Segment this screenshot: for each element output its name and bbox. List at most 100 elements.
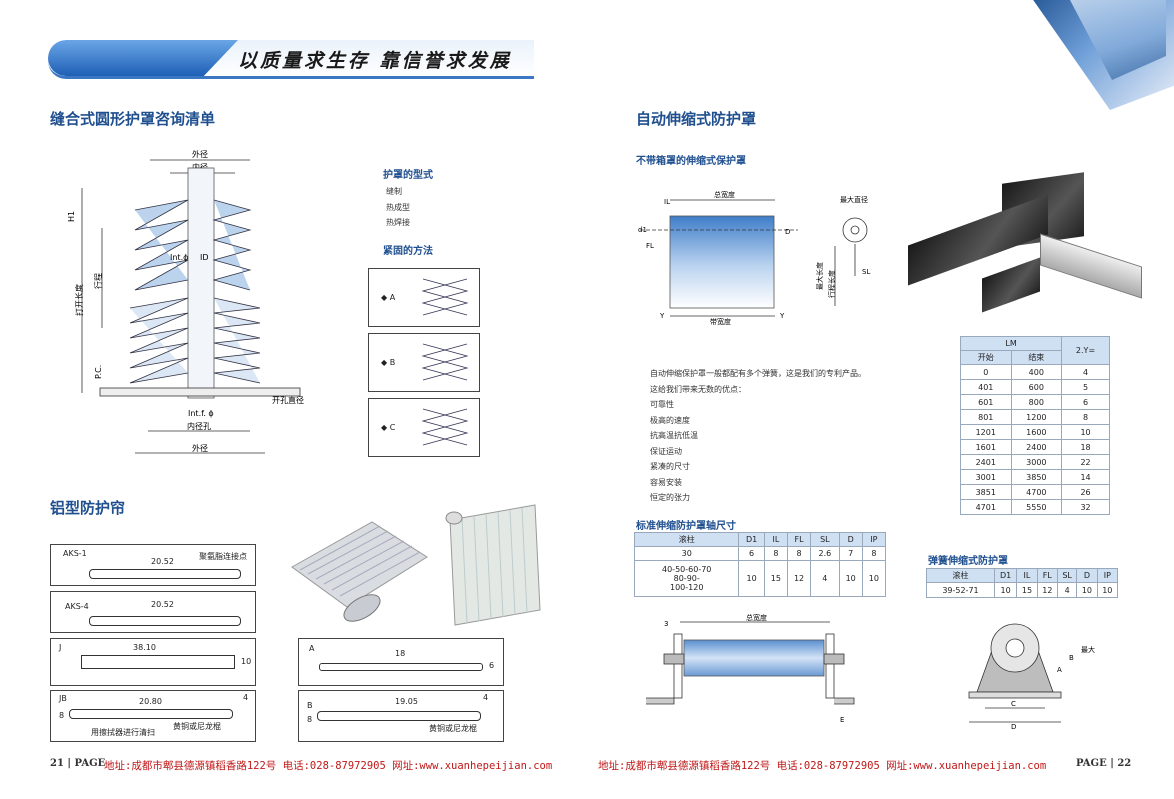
dim-pc: P.C. (94, 365, 103, 379)
table-cell: 3851 (960, 484, 1012, 500)
dim-y-right: Y (779, 312, 785, 320)
fasten-b-drawing (421, 343, 469, 381)
table-cell: 2400 (1010, 439, 1063, 455)
profile-dim: 20.52 (151, 600, 174, 609)
table-cell: 1200 (1010, 409, 1063, 425)
table-cell: 10 (738, 560, 765, 597)
dim-e: E (840, 716, 844, 724)
intro-line: 保证运动 (650, 446, 682, 456)
cover-type-item: 缝制 (386, 187, 402, 196)
profile-name: J (59, 643, 62, 652)
profile-dim: 38.10 (133, 643, 156, 652)
table-cell: 32 (1061, 499, 1110, 515)
left-footer-address: 地址:成都市郫县德源镇稻香路122号 电话:028-87972905 网址:ww… (104, 760, 553, 772)
table-cell: 801 (960, 409, 1012, 425)
product-photo (900, 172, 1150, 313)
dim-hole: 开孔直径 (272, 395, 304, 405)
dim-b: B (1069, 654, 1074, 662)
table-cell: 12 (1036, 582, 1059, 598)
fasten-c-drawing (421, 408, 469, 446)
table-cell: 3001 (960, 469, 1012, 485)
profile-note1: 用擦拭器进行清扫 (91, 728, 155, 737)
dim-open-len: 打开长度 (74, 284, 84, 316)
profile-note: 聚氨脂连接点 (199, 552, 247, 561)
bracket-diagram: 总宽度 3 E (646, 614, 855, 724)
table-cell: 0 (960, 364, 1012, 380)
dim-d: D (1011, 723, 1016, 731)
profile-aks4: AKS-4 20.52 (50, 591, 256, 633)
table-header-cell: IP (861, 532, 887, 547)
header-slogan: 以质量求生存 靠信誉求发展 (238, 50, 512, 72)
intro-line: 恒定的张力 (650, 493, 690, 502)
intro-text: 自动伸缩保护罩一般都配有多个弹簧，这是我们的专利产品。 这给我们带来无数的优点：… (650, 366, 950, 506)
profile-dim: 18 (395, 649, 406, 658)
dim-inner-hole: 内径孔 (187, 421, 211, 431)
right-footer-address: 地址:成都市郫县德源镇稻香路122号 电话:028-87972905 网址:ww… (598, 760, 1047, 772)
table-cell: 7 (838, 546, 863, 561)
profile-dim3: 8 (307, 715, 313, 724)
cover-type-list: 缝制 热成型 热焊接 (386, 184, 410, 231)
table-cell: 4701 (960, 499, 1012, 515)
dim-h1: H1 (67, 211, 76, 222)
y-header: 2.Y= (1061, 336, 1110, 365)
profile-dim2: 4 (483, 693, 489, 702)
profile-dim3: 8 (59, 711, 65, 720)
table-cell: 10 (838, 560, 863, 597)
table-cell: 18 (1061, 439, 1110, 455)
table-cell: 10 (1096, 582, 1119, 598)
dim-c: C (1011, 700, 1016, 708)
table-header-cell: D (838, 532, 863, 547)
table-cell: 6 (1061, 394, 1110, 410)
profile-dim2: 10 (241, 657, 252, 666)
dim-fl: FL (646, 242, 654, 250)
dim-d: D (785, 228, 790, 236)
profile-note2: 黄铜或尼龙棍 (173, 722, 221, 731)
table-cell: 14 (1061, 469, 1110, 485)
intro-line: 容易安装 (650, 477, 682, 487)
table-header-cell: FL (786, 532, 812, 547)
table-cell: 600 (1010, 379, 1063, 395)
table-cell: 15 (1016, 582, 1038, 598)
dim-int-phi: Int.ϕ (170, 253, 188, 262)
table-cell: 6 (738, 546, 765, 561)
table-cell: 2401 (960, 454, 1012, 470)
table-header-cell: D1 (993, 568, 1018, 583)
right-subtitle: 不带箱罩的伸缩式保护罩 (636, 156, 746, 167)
intro-line: 极高的速度 (650, 415, 690, 425)
dim-y-left: Y (659, 312, 665, 320)
curtain-photo (445, 504, 541, 626)
right-section-title-1: 自动伸缩式防护罩 (636, 110, 757, 128)
table-cell: 8 (861, 546, 887, 561)
table-cell: 30 (633, 546, 740, 561)
spring-table-title: 弹簧伸缩式防护罩 (928, 556, 1008, 567)
table-header-cell: IP (1096, 568, 1119, 583)
roller-shade-photo (291, 521, 428, 622)
cover-type-item: 热成型 (386, 202, 410, 212)
table-cell: 26 (1061, 484, 1110, 500)
bellows-diagram: 外径 内径 H1 打开长度 行程 P.C. Int.ϕ ID Int.f. ϕ … (67, 149, 304, 454)
profile-dim2: 4 (243, 693, 249, 702)
table-cell: 601 (960, 394, 1012, 410)
table-header-cell: FL (1036, 568, 1059, 583)
profile-name: JB (59, 694, 67, 703)
profile-dim2: 6 (489, 661, 495, 670)
dim-total-width: 总宽度 (746, 614, 767, 622)
table-header-cell: D (1076, 568, 1098, 583)
table-header-cell: 滚柱 (926, 568, 995, 583)
intro-line: 这给我们带来无数的优点： (650, 384, 746, 394)
dim-max-len: 最大长度 (815, 262, 824, 290)
dim-a: A (1057, 666, 1062, 674)
table-header-cell: SL (810, 532, 840, 547)
table-cell: 8 (786, 546, 812, 561)
dim-inner: 内径 (192, 162, 208, 172)
fasten-label: C (389, 423, 396, 432)
table-cell: 8 (763, 546, 788, 561)
profile-name: AKS-4 (65, 602, 89, 611)
